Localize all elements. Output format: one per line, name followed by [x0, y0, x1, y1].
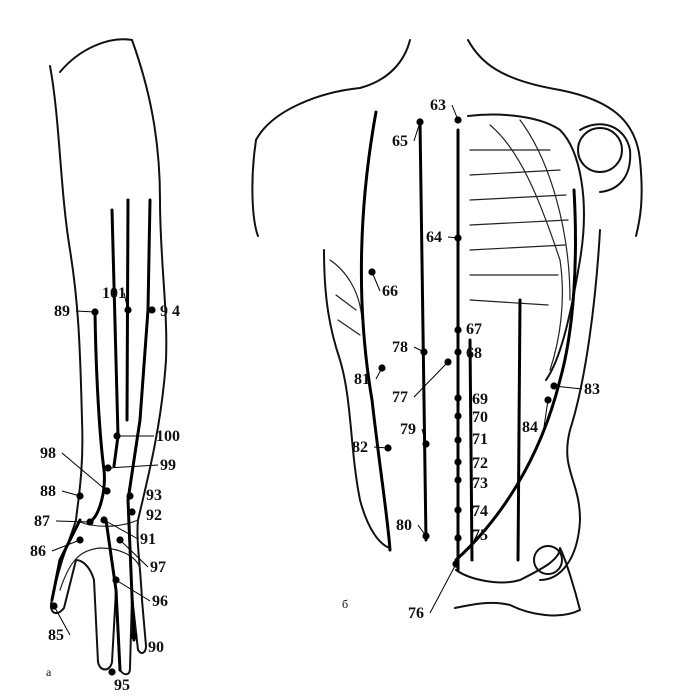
- torso-point-dot: [454, 234, 462, 242]
- torso-point-dot: [454, 458, 462, 466]
- torso-point-dot: [454, 326, 462, 334]
- arm-leader-line: [55, 520, 91, 523]
- torso-point-label: 67: [466, 321, 482, 338]
- torso-point-dot: [454, 348, 462, 356]
- torso-point-dot: [384, 444, 392, 452]
- torso-leader-line: [429, 563, 457, 614]
- arm-point-label: 87: [34, 513, 50, 530]
- arm-point-dot: [76, 536, 84, 544]
- torso-point-label: 69: [472, 391, 488, 408]
- torso-point-dot: [454, 394, 462, 402]
- arm-point-label: 95: [114, 677, 130, 694]
- torso-point-label: 73: [472, 475, 488, 492]
- torso-point-dot: [550, 382, 558, 390]
- torso-point-label: 72: [472, 455, 488, 472]
- torso-point-label: 82: [352, 439, 368, 456]
- torso-leader-line: [553, 385, 583, 390]
- arm-point-dot: [112, 576, 120, 584]
- arm-point-label: 96: [152, 593, 168, 610]
- panel-label-b: б: [342, 597, 348, 611]
- torso-leader-line: [543, 399, 549, 428]
- torso-point-label: 83: [584, 381, 600, 398]
- torso-point-label: 78: [392, 339, 408, 356]
- torso-leader-line: [413, 361, 449, 398]
- arm-point-label: 85: [48, 627, 64, 644]
- arm-point-dot: [124, 306, 132, 314]
- torso-point-label: 75: [472, 527, 488, 544]
- arm-point-dot: [108, 668, 116, 676]
- arm-point-dot: [103, 487, 111, 495]
- torso-point-label: 70: [472, 409, 488, 426]
- torso-point-label: 74: [472, 503, 488, 520]
- panel-label-a: a: [46, 665, 52, 679]
- torso-point-label: 81: [354, 371, 370, 388]
- arm-leader-line: [119, 539, 149, 568]
- arm-point-label: 9 4: [160, 303, 180, 320]
- acupoint-dots: [50, 116, 558, 676]
- torso-point-dot: [452, 560, 460, 568]
- arm-point-dot: [100, 516, 108, 524]
- arm-point-label: 99: [160, 457, 176, 474]
- torso-point-dot: [420, 348, 428, 356]
- arm-point-label: 100: [156, 428, 180, 445]
- arm-point-dot: [50, 602, 58, 610]
- arm-point-dot: [116, 536, 124, 544]
- torso-point-label: 66: [382, 283, 398, 300]
- torso-point-label: 64: [426, 229, 442, 246]
- arm-leader-line: [61, 452, 108, 492]
- torso-point-dot: [454, 476, 462, 484]
- torso-point-dot: [416, 118, 424, 126]
- torso-point-dot: [444, 358, 452, 366]
- arm-point-label: 90: [148, 639, 164, 656]
- torso-point-label: 77: [392, 389, 408, 406]
- arm-point-label: 98: [40, 445, 56, 462]
- arm-point-label: 86: [30, 543, 46, 560]
- arm-leader-line: [115, 579, 151, 602]
- arm-point-dot: [91, 308, 99, 316]
- torso-point-label: 68: [466, 345, 482, 362]
- arm-point-label: 88: [40, 483, 56, 500]
- arm-point-label: 89: [54, 303, 70, 320]
- torso-point-label: 65: [392, 133, 408, 150]
- arm-point-label: 97: [150, 559, 166, 576]
- torso-point-dot: [422, 532, 430, 540]
- arm-leader-line: [107, 464, 159, 469]
- arm-point-dot: [126, 492, 134, 500]
- arm-point-dot: [76, 492, 84, 500]
- torso-point-label: 71: [472, 431, 488, 448]
- torso-point-label: 76: [408, 605, 424, 622]
- torso-point-label: 80: [396, 517, 412, 534]
- arm-point-label: 101: [102, 285, 126, 302]
- arm-point-label: 92: [146, 507, 162, 524]
- torso-point-dot: [368, 268, 376, 276]
- torso-point-dot: [454, 506, 462, 514]
- arm-point-dot: [128, 508, 136, 516]
- arm-leader-line: [51, 539, 81, 552]
- torso-point-label: 79: [400, 421, 416, 438]
- arm-leader-line: [53, 605, 71, 636]
- arm-point-dot: [130, 632, 138, 640]
- arm-point-dot: [113, 432, 121, 440]
- arm-point-dot: [148, 306, 156, 314]
- torso-point-dot: [422, 440, 430, 448]
- arm-point-dot: [86, 518, 94, 526]
- torso-point-dot: [378, 364, 386, 372]
- arm-point-dot: [104, 464, 112, 472]
- torso-point-dot: [544, 396, 552, 404]
- torso-point-dot: [454, 412, 462, 420]
- arm-point-label: 93: [146, 487, 162, 504]
- torso-point-dot: [454, 116, 462, 124]
- torso-point-label: 84: [522, 419, 538, 436]
- arm-point-label: 91: [140, 531, 156, 548]
- torso-point-label: 63: [430, 97, 446, 114]
- acupoint-labels: 89 101 9 4 100 98 99 88 93 87 92 91 86 97 96 85 90 95 63 6…: [30, 97, 600, 694]
- torso-point-dot: [454, 436, 462, 444]
- torso-figure: [251, 39, 643, 617]
- arm-leader-line: [103, 519, 139, 540]
- torso-point-dot: [454, 534, 462, 542]
- arm-figure: [49, 38, 168, 676]
